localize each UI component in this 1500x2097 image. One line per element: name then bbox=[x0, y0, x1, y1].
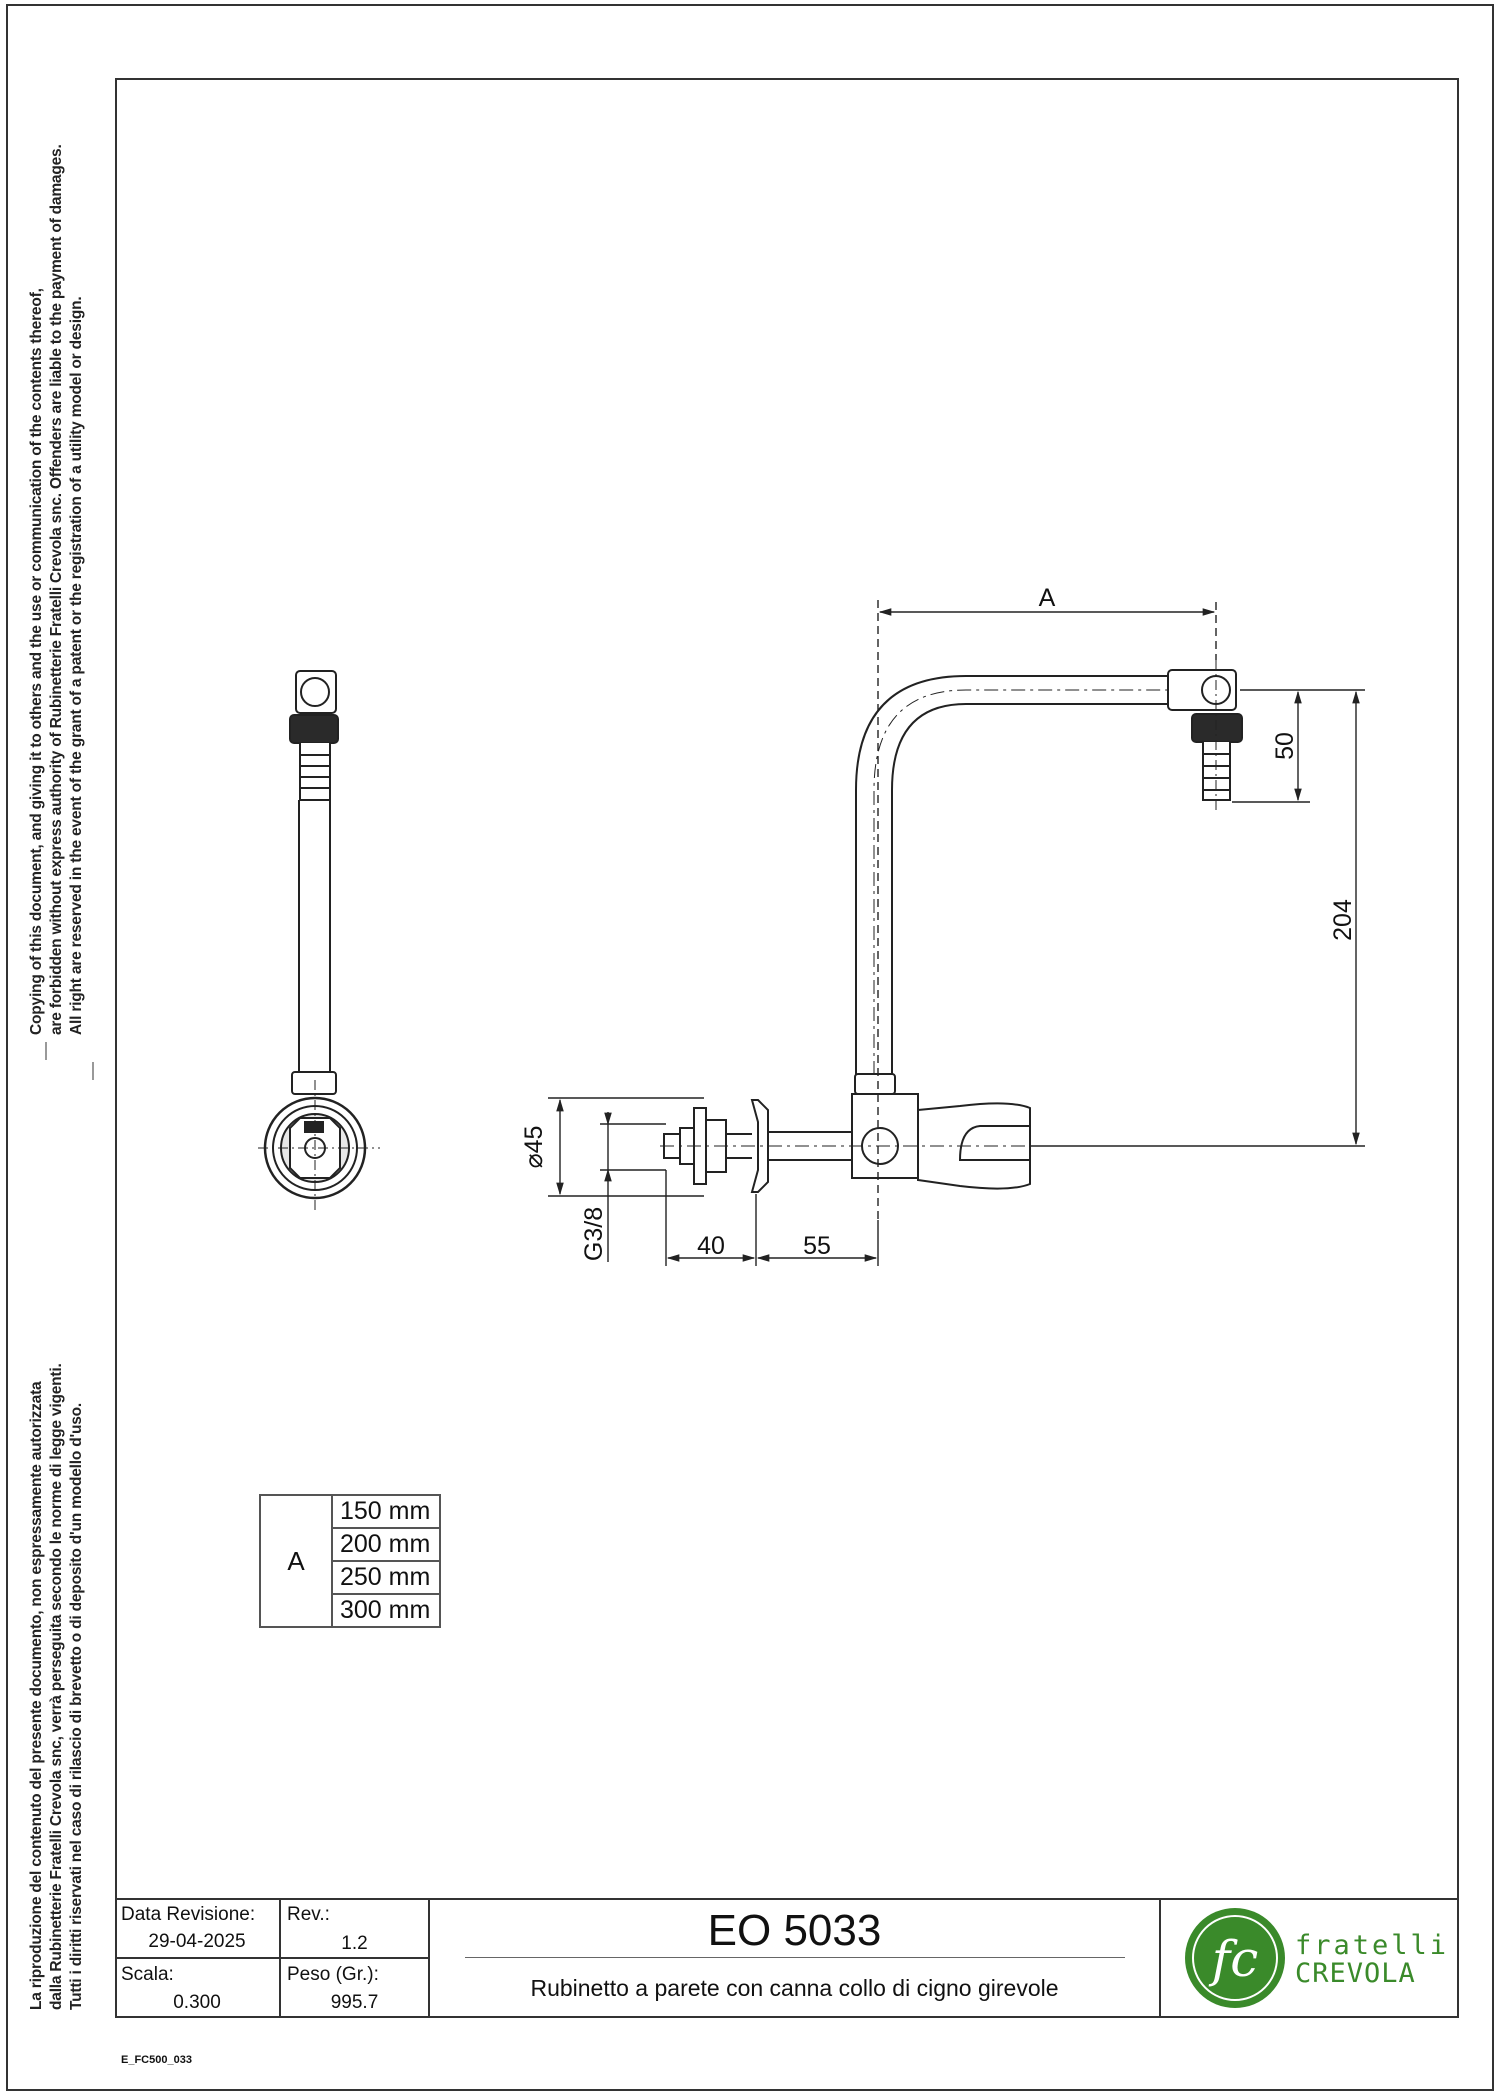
a-table-value: 250 mm bbox=[331, 1560, 441, 1595]
weight-value: 995.7 bbox=[330, 1992, 379, 2013]
dim-g38-label: G3/8 bbox=[580, 1207, 608, 1261]
logo-fratelli: fratelli bbox=[1295, 1930, 1449, 1961]
technical-drawing: A 50 204 ⌀45 G3/8 40 55 bbox=[258, 584, 1365, 1266]
title-block: Data Revisione: 29-04-2025 Rev.: 1.2 Sca… bbox=[115, 1898, 1459, 2018]
weight-label: Peso (Gr.): bbox=[287, 1964, 379, 1985]
dim-55-label: 55 bbox=[803, 1232, 831, 1260]
revision-date-value: 29-04-2025 bbox=[148, 1931, 246, 1952]
notice-separator bbox=[45, 1042, 47, 1060]
drawing-frame bbox=[115, 78, 1459, 2018]
dim-204-label: 204 bbox=[1329, 899, 1357, 941]
rev-value: 1.2 bbox=[341, 1933, 368, 1954]
logo-monogram: fc bbox=[1208, 1930, 1259, 1988]
company-logo: fc fratelli CREVOLA bbox=[1177, 1904, 1449, 2012]
rev-label: Rev.: bbox=[287, 1904, 330, 1925]
a-table-value: 200 mm bbox=[331, 1527, 441, 1562]
dim-diameter-45-label: ⌀45 bbox=[520, 1126, 548, 1169]
scale-label: Scala: bbox=[121, 1964, 174, 1985]
product-code: EO 5033 bbox=[707, 1906, 882, 1955]
a-table-value: 150 mm bbox=[331, 1494, 441, 1529]
revision-date-label: Data Revisione: bbox=[121, 1904, 256, 1925]
notice-separator bbox=[92, 1062, 94, 1080]
dimension-lines bbox=[548, 600, 1365, 1266]
document-code: E_FC500_033 bbox=[121, 2054, 192, 2066]
outer-frame bbox=[6, 4, 1494, 2091]
front-view bbox=[660, 660, 1243, 1193]
logo-emblem-icon: fc fratelli CREVOLA bbox=[1185, 1908, 1449, 2008]
a-table-key: A bbox=[259, 1494, 333, 1628]
dim-50-label: 50 bbox=[1271, 732, 1299, 760]
product-description: Rubinetto a parete con canna collo di ci… bbox=[530, 1975, 1059, 2001]
dim-a-label: A bbox=[1039, 584, 1056, 612]
logo-crevola: CREVOLA bbox=[1295, 1958, 1416, 1989]
side-view bbox=[258, 670, 380, 1210]
dim-40-label: 40 bbox=[697, 1232, 725, 1260]
a-table-value: 300 mm bbox=[331, 1593, 441, 1628]
a-dimension-table: A 150 mm 200 mm 250 mm 300 mm bbox=[259, 1494, 441, 1628]
scale-value: 0.300 bbox=[173, 1992, 221, 2013]
